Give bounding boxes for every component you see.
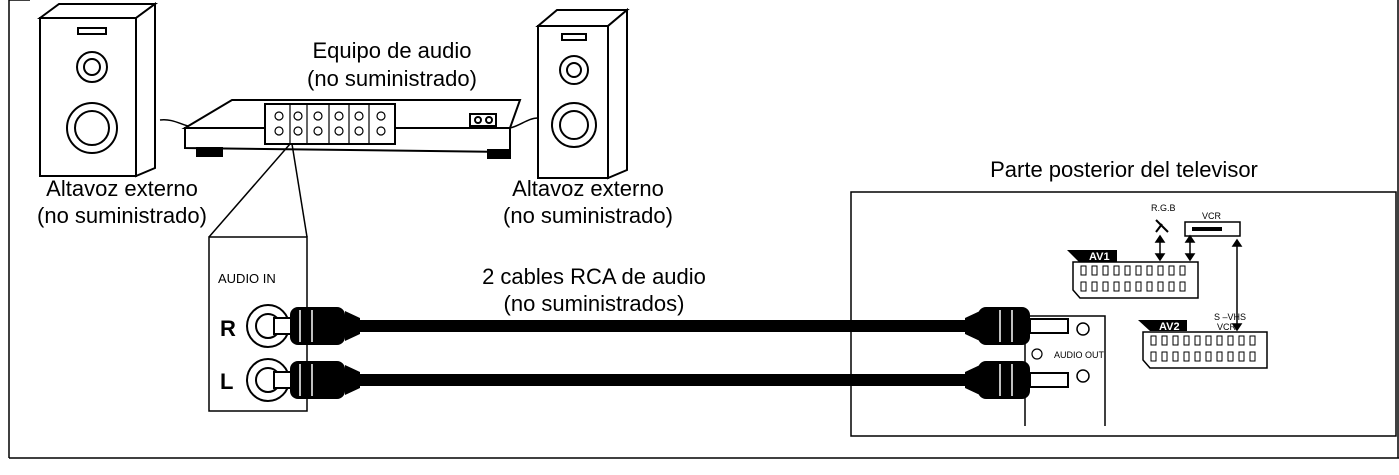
antenna-icon — [1155, 219, 1169, 233]
left-speaker-label-line1: Altavoz externo — [46, 176, 198, 201]
scart-pin — [1113, 281, 1120, 292]
channel-l-label: L — [220, 369, 233, 394]
vcr-icon — [1184, 221, 1241, 237]
scart-pin — [1194, 351, 1201, 362]
audio-out-label: AUDIO OUT — [1054, 350, 1105, 360]
scart-pin — [1150, 351, 1157, 362]
svhs-label: S –VHS — [1214, 312, 1246, 322]
scart-pin — [1168, 281, 1175, 292]
right-speaker-label-line1: Altavoz externo — [512, 176, 664, 201]
cables-label-line2: (no suministrados) — [504, 291, 685, 316]
scart-pin — [1183, 335, 1190, 346]
scart-pin — [1205, 351, 1212, 362]
scart-pin — [1135, 281, 1142, 292]
vcr-label: VCR — [1202, 211, 1222, 221]
tv-rear-panel: AUDIO OUT R.G.B VCR AV1 — [850, 191, 1397, 437]
channel-r-label: R — [220, 316, 236, 341]
vcr2-label: VCR — [1217, 322, 1237, 332]
scart-pin — [1080, 265, 1087, 276]
scart-pins — [1080, 265, 1256, 362]
scart-pin — [1238, 351, 1245, 362]
scart-pin — [1227, 335, 1234, 346]
scart-pin — [1135, 265, 1142, 276]
scart-pin — [1194, 335, 1201, 346]
scart-pin — [1161, 351, 1168, 362]
scart-pin — [1157, 281, 1164, 292]
audio-in-label: AUDIO IN — [218, 271, 276, 286]
scart-pin — [1146, 265, 1153, 276]
left-speaker-icon — [36, 2, 159, 178]
scart-pin — [1168, 265, 1175, 276]
scart-pin — [1080, 281, 1087, 292]
scart-pin — [1091, 281, 1098, 292]
scart-pin — [1113, 265, 1120, 276]
scart-pin — [1124, 281, 1131, 292]
scart-pin — [1091, 265, 1098, 276]
av1-badge — [1067, 250, 1117, 262]
audio-equipment-icon — [181, 99, 522, 159]
zoom-callout-lines — [208, 143, 308, 238]
scart-pin — [1172, 351, 1179, 362]
signal-arrows — [1154, 234, 1243, 332]
audio-equipment-label-line1: Equipo de audio — [312, 38, 471, 63]
page-frame — [8, 0, 1399, 459]
scart-pin — [1216, 351, 1223, 362]
rca-cables — [273, 307, 1069, 399]
scart-pin — [1238, 335, 1245, 346]
left-speaker-label-line2: (no suministrado) — [37, 203, 207, 228]
av2-label: AV2 — [1159, 321, 1180, 333]
audio-equipment-label-line2: (no suministrado) — [307, 66, 477, 91]
av1-label: AV1 — [1089, 251, 1110, 263]
scart-pin — [1183, 351, 1190, 362]
av2-badge — [1138, 320, 1187, 331]
scart-pin — [1205, 335, 1212, 346]
scart-pin — [1249, 335, 1256, 346]
scart-pin — [1102, 281, 1109, 292]
scart-pin — [1124, 265, 1131, 276]
scart-pin — [1150, 335, 1157, 346]
scart-pin — [1227, 351, 1234, 362]
scart-pin — [1161, 335, 1168, 346]
scart-pin — [1146, 281, 1153, 292]
scart-pin — [1102, 265, 1109, 276]
tv-rear-label: Parte posterior del televisor — [990, 157, 1258, 182]
scart-pin — [1216, 335, 1223, 346]
scart-pin — [1172, 335, 1179, 346]
scart-pin — [1179, 265, 1186, 276]
rgb-label: R.G.B — [1151, 203, 1176, 213]
scart-pin — [1157, 265, 1164, 276]
diagram-labels: Equipo de audio (no suministrado) Altavo… — [37, 38, 1258, 316]
cables-label-line1: 2 cables RCA de audio — [482, 264, 706, 289]
scart-pin — [1249, 351, 1256, 362]
scart-pin — [1179, 281, 1186, 292]
right-speaker-icon — [535, 7, 630, 180]
right-speaker-label-line2: (no suministrado) — [503, 203, 673, 228]
